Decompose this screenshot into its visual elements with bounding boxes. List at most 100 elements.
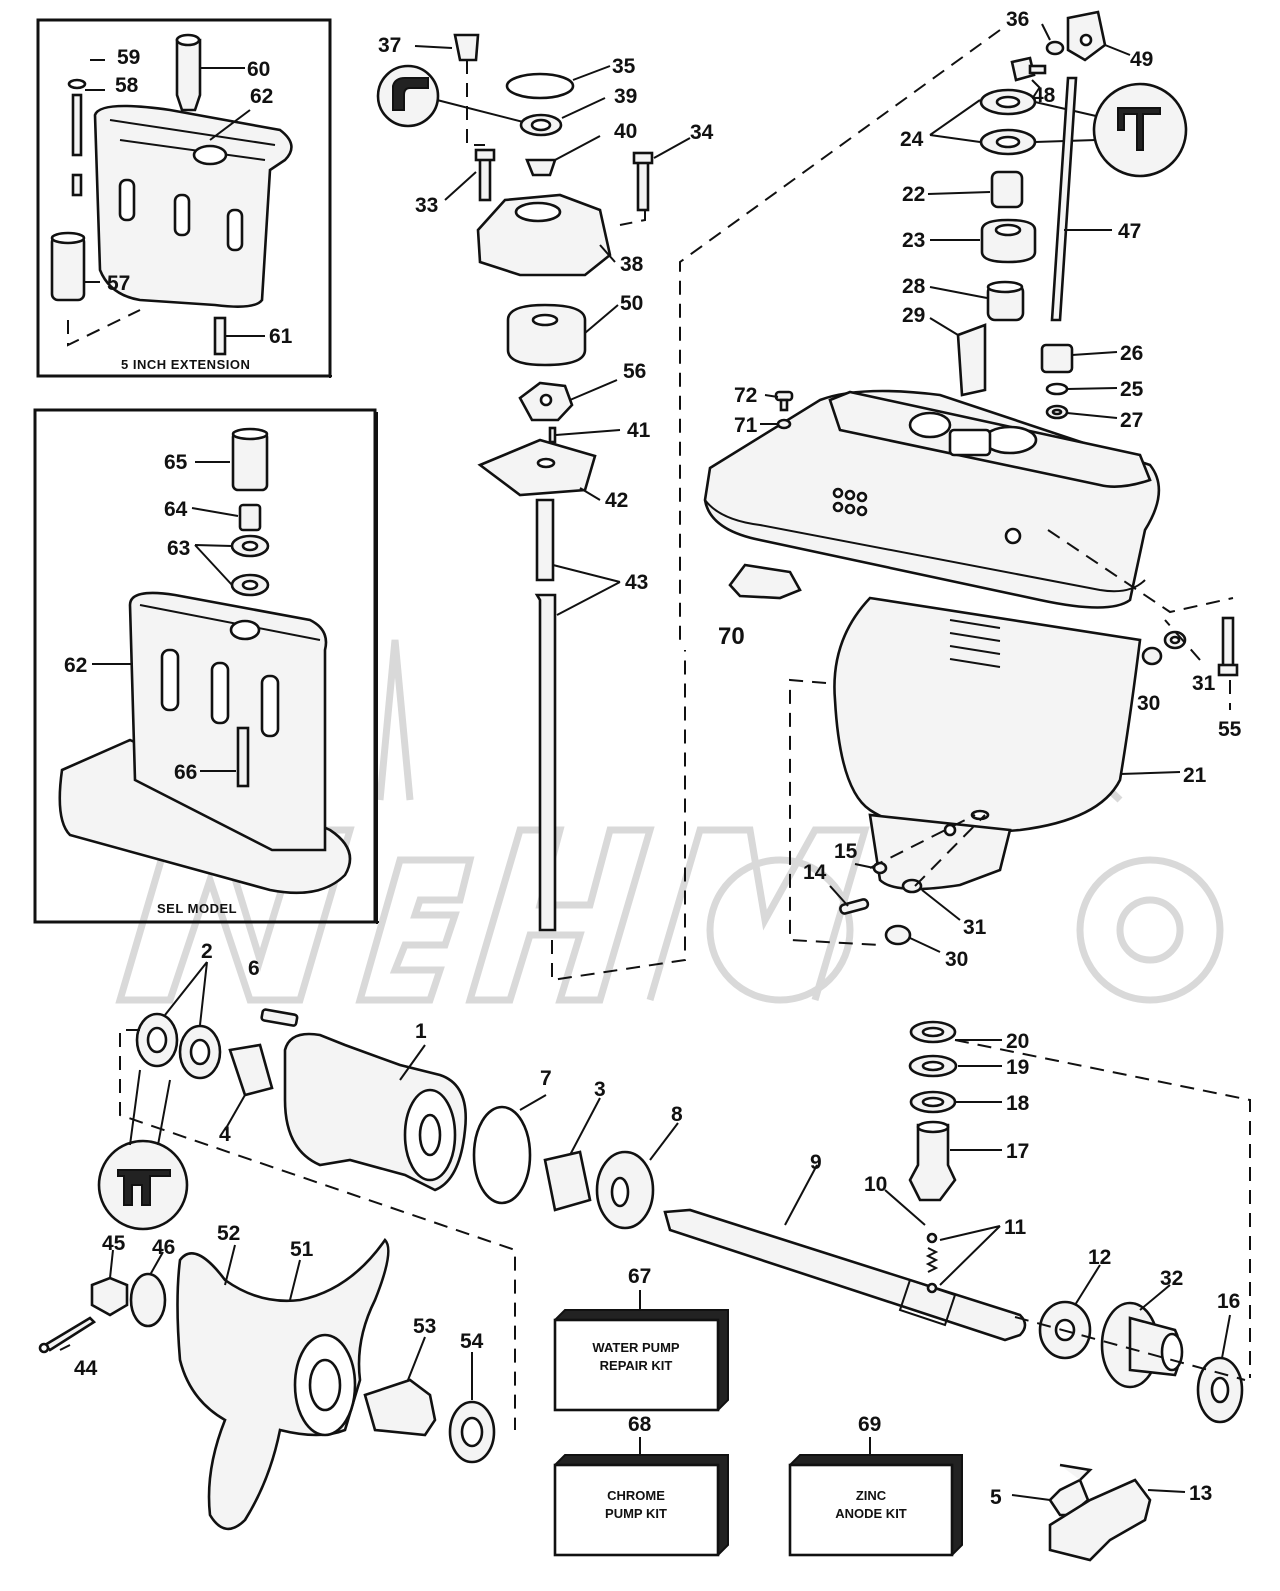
sleeve-57 xyxy=(50,234,86,302)
callout-3: 3 xyxy=(594,1078,606,1101)
screw-14 xyxy=(839,898,870,915)
callout-15: 15 xyxy=(834,840,858,863)
callout-50: 50 xyxy=(620,292,643,315)
callout-12: 12 xyxy=(1088,1246,1111,1269)
bushing-4 xyxy=(228,1043,274,1097)
o-ring-59 xyxy=(67,78,87,90)
callout-64: 64 xyxy=(164,498,188,521)
callout-55: 55 xyxy=(1218,718,1242,741)
impeller-housing-50 xyxy=(506,303,587,367)
callout-16: 16 xyxy=(1217,1290,1240,1313)
clip-29 xyxy=(956,323,987,397)
callout-22: 22 xyxy=(902,183,925,206)
callout-31-lower: 31 xyxy=(963,916,987,939)
callout-69: 69 xyxy=(858,1413,881,1436)
washer-36 xyxy=(1045,40,1065,56)
propeller-51 xyxy=(176,1237,390,1531)
water-pump-kit-line1: WATER PUMP xyxy=(592,1340,679,1355)
callout-10: 10 xyxy=(864,1173,887,1196)
o-ring-35 xyxy=(505,72,575,100)
callout-41: 41 xyxy=(627,419,651,442)
callout-4: 4 xyxy=(219,1123,231,1146)
plate-42 xyxy=(477,438,597,497)
callout-63: 63 xyxy=(167,537,190,560)
callout-72: 72 xyxy=(734,384,757,407)
callout-44: 44 xyxy=(74,1357,98,1380)
propeller-shaft-9 xyxy=(663,1208,1027,1342)
extension-caption: 5 INCH EXTENSION xyxy=(121,357,250,372)
inset-5-inch-extension: 5 INCH EXTENSION xyxy=(36,18,332,378)
chrome-kit-line1: CHROME xyxy=(607,1488,665,1503)
pin-58 xyxy=(71,93,83,157)
chrome-pump-kit-box: CHROME PUMP KIT xyxy=(553,1437,729,1557)
callout-67: 67 xyxy=(628,1265,651,1288)
water-tube-60 xyxy=(175,38,202,112)
callout-62-sel: 62 xyxy=(64,654,87,677)
callout-34: 34 xyxy=(690,121,714,144)
grommet-37 xyxy=(453,33,480,62)
callout-66: 66 xyxy=(174,761,197,784)
shift-yoke-13 xyxy=(1048,1478,1152,1562)
callout-28: 28 xyxy=(902,275,926,298)
callout-2: 2 xyxy=(201,940,213,963)
callout-19: 19 xyxy=(1006,1056,1029,1079)
inset-sel-model: SEL MODEL xyxy=(33,408,379,924)
thrust-hub-53 xyxy=(363,1378,437,1437)
callout-11: 11 xyxy=(1004,1216,1027,1239)
callout-18: 18 xyxy=(1006,1092,1030,1115)
gearcase-assembly xyxy=(679,10,1239,953)
callout-47: 47 xyxy=(1118,220,1141,243)
detail-circle-37 xyxy=(376,64,440,128)
callout-53: 53 xyxy=(413,1315,436,1338)
callout-51: 51 xyxy=(290,1238,314,1261)
callout-20: 20 xyxy=(1006,1030,1029,1053)
anode-70 xyxy=(728,563,802,600)
kit-boxes: WATER PUMP REPAIR KIT CHROME PUMP KIT ZI… xyxy=(553,1290,963,1557)
callout-7: 7 xyxy=(540,1067,552,1090)
callout-45: 45 xyxy=(102,1232,126,1255)
callout-62-extension: 62 xyxy=(250,85,273,108)
zinc-kit-line1: ZINC xyxy=(856,1488,887,1503)
callout-39: 39 xyxy=(614,85,637,108)
callout-60: 60 xyxy=(247,58,270,81)
bearing-3 xyxy=(543,1150,592,1212)
bolt-61 xyxy=(213,316,227,356)
callout-33: 33 xyxy=(415,194,438,217)
bolt-34 xyxy=(636,158,650,212)
ball-11a xyxy=(926,1232,938,1244)
callout-numbers: 1 2 3 4 5 6 7 8 9 10 11 12 13 14 15 16 1… xyxy=(64,8,1242,1509)
callout-48: 48 xyxy=(1032,84,1056,107)
sleeve-65 xyxy=(231,430,269,492)
washer-71 xyxy=(776,418,792,430)
callout-9: 9 xyxy=(810,1151,822,1174)
callout-36: 36 xyxy=(1006,8,1029,31)
callout-29: 29 xyxy=(902,304,925,327)
bushing-26 xyxy=(1040,343,1074,374)
bushing-64 xyxy=(238,503,262,532)
callout-61: 61 xyxy=(269,325,293,348)
callout-6: 6 xyxy=(248,957,260,980)
callout-54: 54 xyxy=(460,1330,484,1353)
cup-40 xyxy=(525,158,557,177)
callout-38: 38 xyxy=(620,253,644,276)
callout-27: 27 xyxy=(1120,409,1143,432)
callout-46: 46 xyxy=(152,1236,175,1259)
spring-10 xyxy=(925,1247,939,1273)
callout-23: 23 xyxy=(902,229,925,252)
callout-25: 25 xyxy=(1120,378,1144,401)
driveshaft-43-upper xyxy=(535,498,555,582)
o-ring-7 xyxy=(472,1105,532,1205)
bolt-66 xyxy=(236,726,250,788)
callout-30-lower: 30 xyxy=(945,948,968,971)
water-pump-kit-line2: REPAIR KIT xyxy=(600,1358,673,1373)
callout-56: 56 xyxy=(623,360,646,383)
pinion-17 xyxy=(908,1123,957,1202)
callout-71: 71 xyxy=(734,414,758,437)
callout-35: 35 xyxy=(612,55,636,78)
gearcase-housing-21 xyxy=(833,596,1142,837)
callout-17: 17 xyxy=(1006,1140,1029,1163)
ball-11b xyxy=(926,1282,938,1294)
callout-26: 26 xyxy=(1120,342,1143,365)
nut-45 xyxy=(90,1276,129,1317)
